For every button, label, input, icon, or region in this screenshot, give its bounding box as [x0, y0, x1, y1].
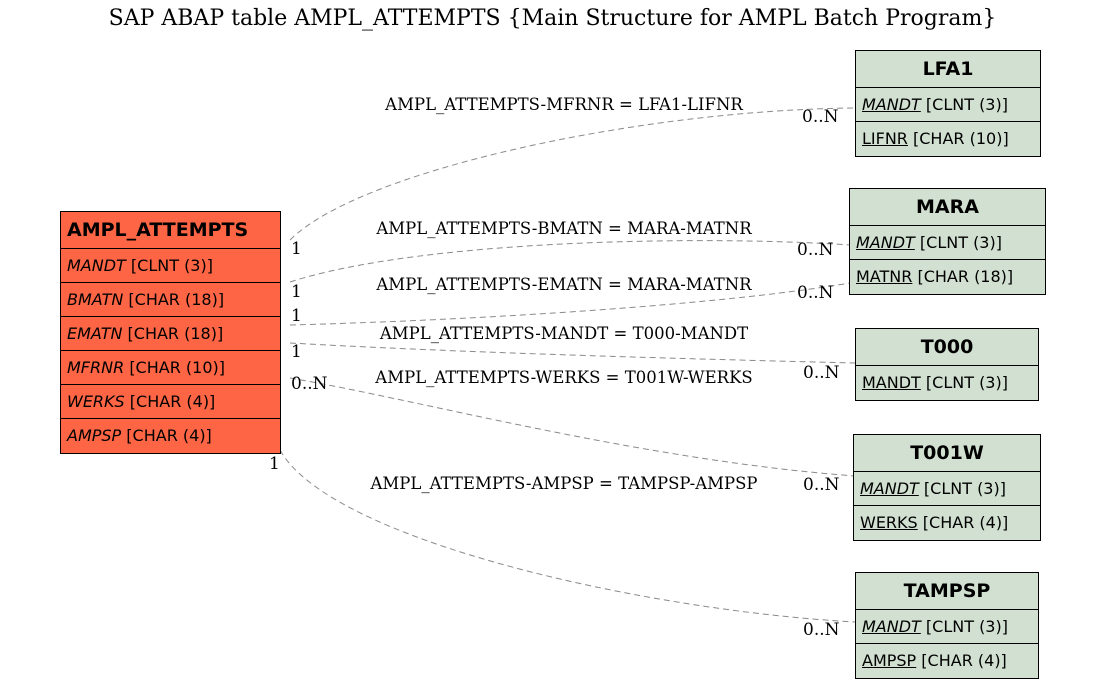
field-name: MANDT: [862, 95, 921, 114]
cardinality-from: 1: [291, 282, 302, 302]
field-name: MANDT: [862, 373, 921, 392]
field-type: [CHAR (10)]: [913, 129, 1009, 148]
relation-label: AMPL_ATTEMPTS-AMPSP = TAMPSP-AMPSP: [369, 474, 757, 493]
field-name: MANDT: [67, 256, 126, 275]
field-row: WERKS [CHAR (4)]: [854, 506, 1040, 540]
relation-line-mara-bmatn: [289, 240, 851, 283]
field-name: EMATN: [67, 324, 123, 343]
field-name: LIFNR: [862, 129, 908, 148]
field-row: AMPSP [CHAR (4)]: [61, 419, 280, 453]
relation-line-t001w: [289, 377, 856, 477]
entity-title: T000: [856, 329, 1038, 366]
relation-label: AMPL_ATTEMPTS-MFRNR = LFA1-LIFNR: [384, 95, 743, 114]
relation-label: AMPL_ATTEMPTS-WERKS = T001W-WERKS: [374, 368, 752, 387]
field-type: [CLNT (3)]: [919, 233, 1002, 252]
field-row: MANDT [CLNT (3)]: [856, 88, 1040, 122]
field-name: BMATN: [67, 290, 124, 309]
field-row: WERKS [CHAR (4)]: [61, 385, 280, 419]
cardinality-to: 0..N: [803, 475, 840, 495]
cardinality-from: 0..N: [291, 374, 328, 394]
field-name: MFRNR: [67, 358, 125, 377]
field-type: [CHAR (18)]: [127, 324, 224, 343]
cardinality-to: 0..N: [797, 283, 834, 303]
entity-title: TAMPSP: [856, 573, 1038, 610]
field-type: [CHAR (4)]: [922, 513, 1009, 532]
relation-line-mara-ematn: [289, 282, 851, 326]
field-name: AMPSP: [862, 651, 917, 670]
cardinality-to: 0..N: [802, 107, 839, 127]
field-name: WERKS: [860, 513, 918, 532]
field-type: [CLNT (3)]: [923, 479, 1006, 498]
field-name: MANDT: [862, 617, 921, 636]
cardinality-to: 0..N: [803, 363, 840, 383]
field-row: MANDT [CLNT (3)]: [856, 366, 1038, 400]
page-title: SAP ABAP table AMPL_ATTEMPTS {Main Struc…: [108, 6, 997, 31]
field-type: [CHAR (18)]: [917, 267, 1014, 286]
entity-lfa1: LFA1 MANDT [CLNT (3)] LIFNR [CHAR (10)]: [855, 50, 1041, 157]
relation-line-tampsp: [279, 449, 856, 623]
entity-t001w: T001W MANDT [CLNT (3)] WERKS [CHAR (4)]: [853, 434, 1041, 541]
relation-line-lfa1: [289, 107, 856, 241]
field-row: BMATN [CHAR (18)]: [61, 283, 280, 317]
field-type: [CLNT (3)]: [925, 373, 1008, 392]
cardinality-from: 1: [291, 306, 302, 326]
field-type: [CHAR (4)]: [126, 426, 212, 445]
field-row: MFRNR [CHAR (10)]: [61, 351, 280, 385]
entity-ampl-attempts: AMPL_ATTEMPTS MANDT [CLNT (3)] BMATN [CH…: [60, 211, 281, 454]
relation-line-t000: [289, 342, 856, 364]
entity-title: MARA: [850, 189, 1045, 226]
cardinality-from: 1: [291, 342, 302, 362]
field-type: [CLNT (3)]: [925, 617, 1008, 636]
relation-label: AMPL_ATTEMPTS-EMATN = MARA-MATNR: [375, 275, 752, 294]
field-name: MANDT: [856, 233, 915, 252]
field-type: [CLNT (3)]: [130, 256, 213, 275]
relation-label: AMPL_ATTEMPTS-MANDT = T000-MANDT: [379, 324, 748, 343]
field-row: MATNR [CHAR (18)]: [850, 260, 1045, 294]
field-type: [CHAR (18)]: [128, 290, 225, 309]
entity-title: LFA1: [856, 51, 1040, 88]
cardinality-to: 0..N: [797, 240, 834, 260]
field-row: MANDT [CLNT (3)]: [61, 249, 280, 283]
field-type: [CHAR (4)]: [129, 392, 216, 411]
cardinality-from: 1: [269, 454, 280, 474]
field-name: WERKS: [67, 392, 125, 411]
field-row: MANDT [CLNT (3)]: [854, 472, 1040, 506]
field-row: AMPSP [CHAR (4)]: [856, 644, 1038, 678]
entity-mara: MARA MANDT [CLNT (3)] MATNR [CHAR (18)]: [849, 188, 1046, 295]
field-row: EMATN [CHAR (18)]: [61, 317, 280, 351]
field-type: [CLNT (3)]: [925, 95, 1008, 114]
entity-tampsp: TAMPSP MANDT [CLNT (3)] AMPSP [CHAR (4)]: [855, 572, 1039, 679]
field-name: MATNR: [856, 267, 913, 286]
entity-title: AMPL_ATTEMPTS: [61, 212, 280, 249]
entity-title: T001W: [854, 435, 1040, 472]
field-row: MANDT [CLNT (3)]: [856, 610, 1038, 644]
field-type: [CHAR (10)]: [129, 358, 225, 377]
cardinality-from: 1: [291, 239, 302, 259]
entity-t000: T000 MANDT [CLNT (3)]: [855, 328, 1039, 401]
field-name: MANDT: [860, 479, 919, 498]
cardinality-to: 0..N: [803, 620, 840, 640]
field-type: [CHAR (4)]: [921, 651, 1007, 670]
field-row: MANDT [CLNT (3)]: [850, 226, 1045, 260]
relation-label: AMPL_ATTEMPTS-BMATN = MARA-MATNR: [375, 219, 752, 238]
field-name: AMPSP: [67, 426, 122, 445]
field-row: LIFNR [CHAR (10)]: [856, 122, 1040, 156]
